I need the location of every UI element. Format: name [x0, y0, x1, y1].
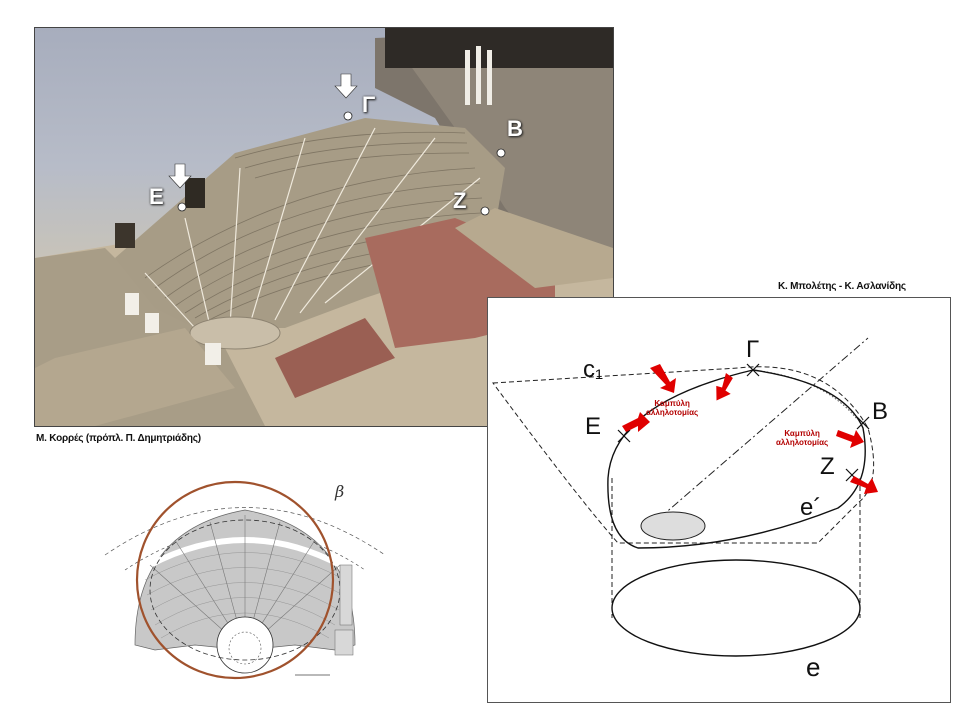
diagram-label-gamma: Γ	[746, 336, 760, 363]
theatre-plan-drawing: β	[95, 470, 395, 695]
photo-label-epsilon: E	[149, 184, 164, 209]
photo-label-gamma: Γ	[362, 92, 376, 117]
photo-label-zeta: Z	[453, 188, 467, 213]
photo-caption: Μ. Κορρές (πρόπλ. Π. Δημητριάδης)	[36, 433, 201, 444]
diagram-label-e-prime: e´	[800, 494, 822, 521]
theatre-plan-svg	[104, 480, 386, 680]
diagram-label-c1: c₁	[583, 356, 604, 383]
intersection-diagram-svg	[492, 337, 878, 657]
diagram-caption: Κ. Μπολέτης - Κ. Ασλανίδης	[778, 281, 906, 292]
theatre-model-illustration	[35, 28, 613, 426]
geometry-diagram: c₁ Γ E B Z e´ e Καμπύλη αλληλοτομίας Καμ…	[487, 297, 951, 703]
diagram-label-zeta: Z	[820, 453, 835, 480]
photo-label-beta: B	[507, 116, 523, 141]
plan-beta-symbol: β	[335, 482, 345, 501]
diagram-label-beta: B	[872, 398, 889, 425]
diagram-label-epsilon: E	[585, 413, 602, 440]
intersection-curve-note-top: Καμπύλη αλληλοτομίας	[646, 399, 699, 417]
theatre-model-photo: Γ B E Z	[34, 27, 614, 427]
diagram-label-e: e	[806, 652, 821, 682]
intersection-curve-note-right: Καμπύλη αλληλοτομίας	[776, 429, 829, 447]
